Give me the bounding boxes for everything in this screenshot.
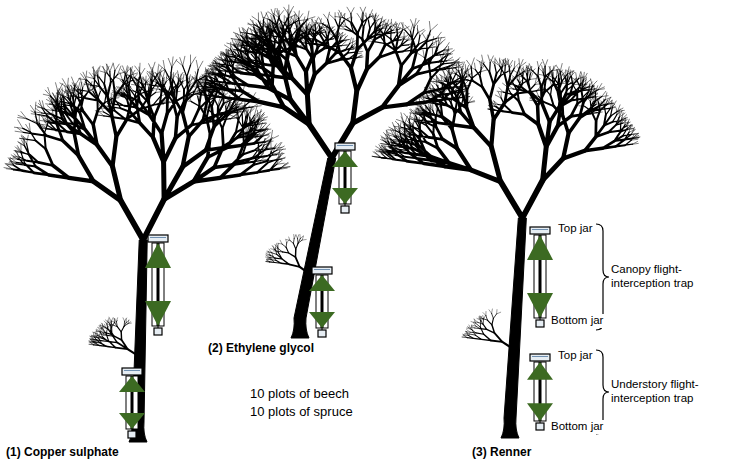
- arrow-down: [332, 188, 358, 204]
- arrow-down: [119, 413, 145, 429]
- branches: [424, 100, 603, 167]
- arrow-down: [309, 312, 335, 328]
- traps: [119, 143, 553, 438]
- bottom-jar: [536, 320, 544, 327]
- trap-label: Canopy flight-interception trap: [609, 263, 729, 291]
- arrow-up: [145, 243, 171, 268]
- part-label: Bottom jar: [549, 420, 605, 434]
- branches: [128, 349, 141, 357]
- arrow-up: [527, 235, 553, 260]
- trees: [4, 5, 640, 442]
- arrow-up: [309, 275, 335, 291]
- branches: [121, 199, 164, 240]
- flight-interception-trap: [527, 354, 553, 430]
- branches: [471, 147, 563, 182]
- tree: [4, 55, 290, 442]
- branches: [474, 318, 494, 339]
- top-jar: [122, 368, 142, 375]
- bottom-jar: [318, 330, 326, 337]
- bottom-jar: [536, 423, 544, 430]
- branches: [502, 342, 515, 350]
- arrow-down: [145, 301, 171, 326]
- branches: [481, 325, 494, 341]
- arrow-up: [332, 151, 358, 167]
- treatment-label: (3) Renner: [470, 445, 533, 459]
- top-jar: [335, 143, 355, 150]
- top-jar: [148, 235, 168, 242]
- branches: [445, 120, 585, 170]
- jar-lid: [150, 237, 166, 238]
- bottom-jar: [154, 328, 162, 335]
- branches: [241, 50, 427, 105]
- trap-label: Understory flight-interception trap: [609, 378, 729, 406]
- branches: [491, 333, 502, 342]
- treatment-label: (1) Copper sulphate: [4, 445, 121, 459]
- braces: [596, 224, 609, 434]
- branches: [106, 332, 122, 348]
- branches: [284, 92, 382, 125]
- branches: [501, 180, 543, 218]
- branches: [94, 162, 194, 200]
- part-label: Top jar: [556, 222, 595, 236]
- top-jar: [530, 354, 550, 361]
- jar-lid: [337, 145, 353, 146]
- tree: [196, 5, 470, 338]
- branches: [300, 267, 311, 275]
- branches: [116, 340, 128, 349]
- branches: [69, 134, 220, 182]
- trunk: [501, 218, 526, 438]
- part-label: Top jar: [556, 349, 595, 363]
- branches: [275, 243, 299, 263]
- treatment-label: (2) Ethylene glycol: [206, 341, 316, 355]
- bottom-jar: [341, 206, 349, 213]
- branches: [289, 257, 300, 267]
- branches: [260, 68, 407, 107]
- arrow-down: [527, 403, 553, 421]
- top-jar: [530, 227, 550, 234]
- branches: [34, 93, 257, 175]
- flight-interception-trap: [527, 227, 553, 327]
- branches: [270, 238, 303, 262]
- branches: [281, 249, 296, 264]
- flight-interception-trap: [332, 143, 358, 213]
- part-label: Bottom jar: [549, 314, 605, 328]
- jar-lid: [532, 356, 548, 357]
- arrow-up: [527, 362, 553, 380]
- tree: [372, 55, 640, 438]
- branches: [89, 317, 132, 345]
- branches: [226, 33, 442, 102]
- jar-lid: [532, 229, 548, 230]
- plot-note: 10 plots of beech: [248, 386, 351, 402]
- bottom-jar: [128, 431, 136, 438]
- flight-interception-trap: [119, 368, 145, 438]
- jar-lid: [314, 269, 330, 270]
- arrow-up: [119, 376, 145, 392]
- branches: [392, 72, 625, 161]
- flight-interception-trap: [309, 267, 335, 337]
- plot-note: 10 plots of spruce: [248, 404, 355, 420]
- trunk: [291, 158, 336, 338]
- branches: [266, 235, 307, 262]
- flight-interception-trap: [145, 235, 171, 335]
- jar-lid: [124, 370, 140, 371]
- top-jar: [312, 267, 332, 274]
